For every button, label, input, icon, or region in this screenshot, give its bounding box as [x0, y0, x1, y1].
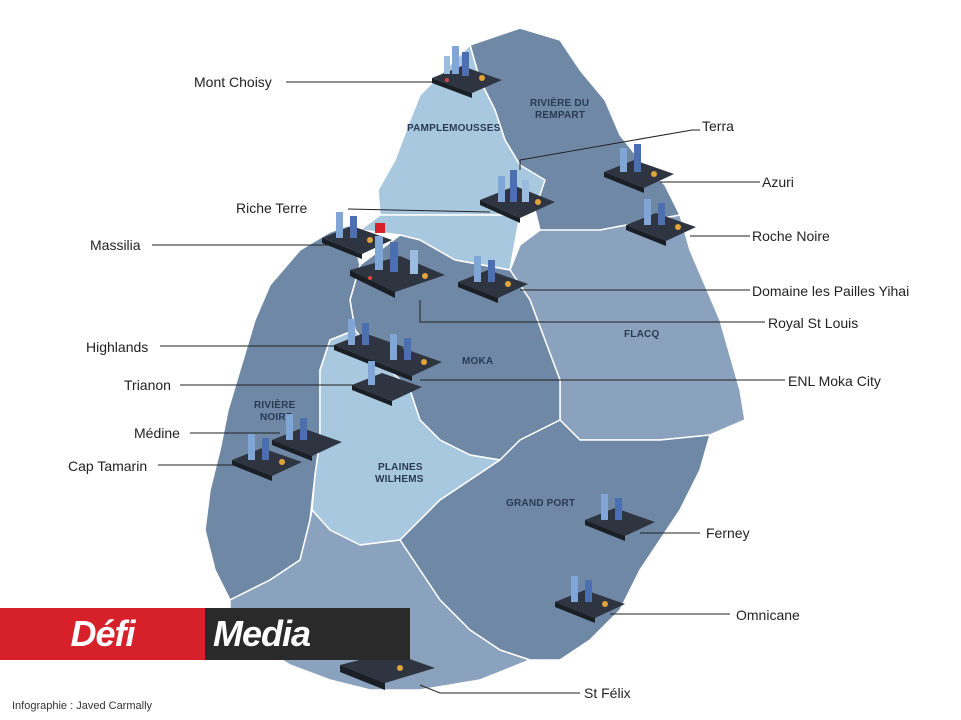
logo-dark-block: Media: [205, 608, 410, 660]
project-label-massilia: Massilia: [90, 237, 141, 253]
project-label-trianon: Trianon: [124, 377, 171, 393]
logo-red-block: Défi: [0, 608, 205, 660]
defi-media-logo: Défi Media: [0, 608, 410, 660]
building-icon: [585, 494, 655, 541]
building-icon: [272, 414, 342, 461]
project-label-mont-choisy: Mont Choisy: [194, 74, 272, 90]
project-label-medine: Médine: [134, 425, 180, 441]
logo-word-defi: Défi: [70, 613, 135, 654]
leader-lines: [152, 81, 785, 694]
district-label-riviere-du-rempart-1: RIVIÈRE DU: [530, 96, 589, 109]
building-icons: [232, 46, 696, 690]
project-label-riche-terre: Riche Terre: [236, 200, 308, 216]
district-label-pamplemousses: PAMPLEMOUSSES: [407, 123, 501, 134]
building-icon: [626, 199, 696, 246]
district-label-grand-port: GRAND PORT: [506, 498, 575, 509]
building-icon: [322, 212, 392, 259]
infographic-credit: Infographie : Javed Carmally: [12, 700, 153, 712]
project-label-terra: Terra: [702, 118, 734, 134]
building-icon: [604, 144, 674, 193]
project-label-royal-st-louis: Royal St Louis: [768, 315, 859, 331]
project-label-highlands: Highlands: [86, 339, 149, 355]
district-label-plaines-wilhems-1: PLAINES: [378, 462, 423, 473]
logo-word-media: Media: [213, 613, 311, 654]
project-label-st-felix: St Félix: [584, 685, 631, 701]
district-label-riviere-noire-2: NOIRE: [260, 412, 293, 423]
building-icon: [350, 236, 445, 298]
district-label-riviere-du-rempart-2: REMPART: [535, 110, 585, 121]
building-icon: [334, 319, 404, 366]
district-label-moka: MOKA: [462, 356, 493, 367]
building-icon: [352, 361, 422, 406]
district-label-flacq: FLACQ: [624, 329, 659, 340]
district-grand-port: [399, 419, 711, 661]
building-icon: [432, 46, 502, 98]
building-icon: [555, 576, 625, 623]
project-label-ferney: Ferney: [706, 525, 750, 541]
building-icon: [480, 170, 555, 223]
project-label-domaine-les-pailles: Domaine les Pailles Yihai: [752, 283, 910, 299]
district-label-plaines-wilhems-2: WILHEMS: [375, 474, 424, 485]
building-icon: [458, 256, 528, 303]
marker-square: [375, 223, 385, 233]
project-label-enl-moka-city: ENL Moka City: [788, 373, 881, 389]
project-label-roche-noire: Roche Noire: [752, 228, 830, 244]
building-icon: [232, 434, 302, 481]
project-label-azuri: Azuri: [762, 174, 794, 190]
project-label-omnicane: Omnicane: [736, 607, 800, 623]
building-icon: [372, 334, 442, 381]
district-label-riviere-noire-1: RIVIÈRE: [254, 398, 296, 411]
project-label-cap-tamarin: Cap Tamarin: [68, 458, 148, 474]
